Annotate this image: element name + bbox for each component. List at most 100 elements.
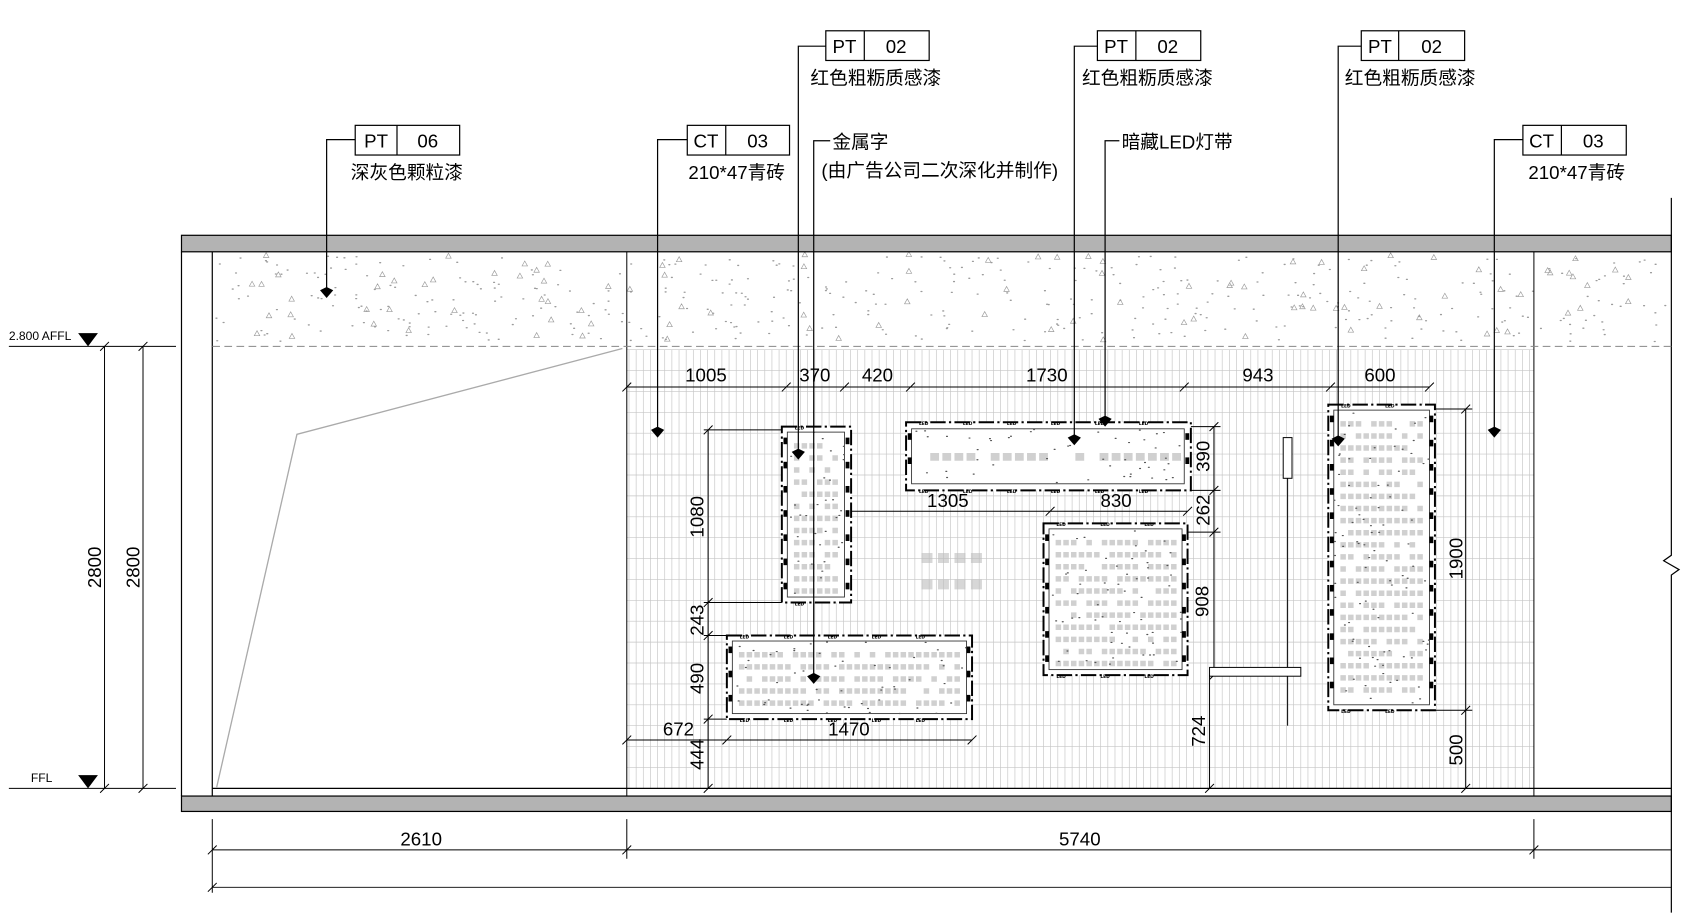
- panel-speckle: [736, 641, 968, 715]
- led-spot-icon: [1045, 558, 1050, 566]
- note-detail: (由广告公司二次深化并制作): [821, 160, 1058, 181]
- led-label: LED: [1007, 489, 1017, 495]
- led-label: LED: [963, 421, 973, 427]
- led-spot-icon: [966, 694, 971, 702]
- panel-speckle: [1051, 530, 1183, 665]
- led-spot-icon: [783, 582, 788, 590]
- center-column-label: 908: [1191, 586, 1212, 617]
- tag-leader: [797, 45, 826, 455]
- led-spot-icon: [907, 433, 912, 440]
- led-spot-icon: [1329, 633, 1334, 640]
- led-spot-icon: [845, 461, 850, 469]
- tag-code: PT: [1368, 36, 1392, 57]
- led-label: LED: [1139, 421, 1149, 427]
- led-label: LED: [1144, 674, 1154, 680]
- led-label: LED: [795, 425, 805, 431]
- led-spot-icon: [1329, 512, 1334, 519]
- led-label: LED: [740, 718, 750, 724]
- tag-leader: [1493, 139, 1523, 433]
- leader-arrow-icon: [1487, 426, 1501, 438]
- led-spot-icon: [1182, 558, 1186, 566]
- note-title: 金属字: [832, 131, 888, 152]
- note-hidden-led: 暗藏LED灯带: [1098, 131, 1233, 427]
- panel-inner-frame: [1048, 528, 1183, 671]
- led-label: LED: [740, 634, 750, 640]
- floor-level-label: FFL: [31, 771, 53, 785]
- middle-row-label: 1305: [927, 490, 969, 511]
- right-column-label: 1900: [1445, 538, 1466, 580]
- ceiling-level-label: 2.800 AFFL: [9, 329, 72, 343]
- wall-structure: [180, 197, 1681, 913]
- leader-arrow-icon: [1098, 415, 1112, 427]
- led-spot-icon: [845, 510, 850, 517]
- led-spot-icon: [1329, 439, 1334, 447]
- led-spot-icon: [1429, 657, 1434, 665]
- tag-description: 210*47青砖: [1528, 162, 1625, 183]
- led-spot-icon: [1429, 415, 1434, 423]
- ceiling-concrete-texture: [215, 250, 1667, 343]
- led-label: LED: [1056, 674, 1066, 680]
- tag-leader: [1337, 45, 1362, 441]
- led-label: LED: [919, 421, 929, 427]
- left-column-label: 490: [687, 663, 708, 694]
- center-column-label: 262: [1192, 495, 1213, 526]
- led-label: LED: [1100, 522, 1110, 528]
- note-leader: [813, 140, 831, 679]
- led-label: LED: [828, 718, 838, 724]
- leader-arrow-icon: [807, 672, 821, 684]
- tag-description: 红色粗粝质感漆: [810, 68, 941, 89]
- panel-lettering-texture: [1340, 421, 1423, 693]
- overall-width-label: 2610: [400, 829, 442, 850]
- tag-code: PT: [1104, 36, 1128, 57]
- led-spot-icon: [845, 437, 850, 445]
- led-spot-icon: [1429, 512, 1434, 519]
- led-spot-icon: [783, 558, 788, 566]
- led-spot-icon: [1329, 681, 1334, 689]
- led-spot-icon: [1045, 534, 1050, 541]
- led-spot-icon: [1182, 582, 1186, 590]
- led-spot-icon: [1429, 488, 1434, 495]
- led-spot-icon: [1429, 536, 1434, 544]
- led-spot-icon: [783, 510, 788, 517]
- led-label: LED: [784, 718, 794, 724]
- tag-number: 06: [417, 130, 438, 151]
- led-spot-icon: [783, 437, 788, 445]
- led-spot-icon: [966, 670, 971, 678]
- leader-arrow-icon: [791, 448, 805, 460]
- tag-description: 210*47青砖: [688, 162, 785, 183]
- middle-row-label: 830: [1100, 490, 1131, 511]
- led-label: LED: [1144, 522, 1154, 528]
- led-spot-icon: [1045, 631, 1050, 638]
- tag-code: CT: [694, 130, 719, 151]
- floor-level-triangle-icon: [78, 775, 98, 789]
- break-line: [1662, 197, 1681, 913]
- overall-height-label: 2800: [84, 547, 105, 589]
- overall-width-dim: [207, 819, 1672, 893]
- top-row-label: 600: [1364, 365, 1395, 386]
- panel-lettering-texture: [930, 453, 1181, 461]
- top-row-dim: [622, 382, 1435, 392]
- top-row-label: 370: [799, 365, 830, 386]
- tag-number: 03: [1583, 130, 1604, 151]
- panel-speckle: [915, 428, 1181, 484]
- left-column-label: 1080: [687, 496, 708, 538]
- led-spot-icon: [1429, 584, 1434, 592]
- material-tag: CT 03 210*47青砖: [1487, 124, 1627, 438]
- led-spot-icon: [1045, 655, 1050, 662]
- led-label: LED: [1095, 489, 1105, 495]
- led-spot-icon: [728, 670, 733, 678]
- led-spot-icon: [1329, 415, 1334, 423]
- led-spot-icon: [1329, 560, 1334, 568]
- fixture-head: [1282, 437, 1293, 479]
- led-label: LED: [1007, 421, 1017, 427]
- led-label: LED: [1341, 403, 1351, 409]
- tag-number: 03: [747, 130, 768, 151]
- left-column-label: 243: [687, 605, 708, 636]
- led-label: LED: [1051, 421, 1061, 427]
- led-label: LED: [919, 489, 929, 495]
- concrete-aggregate: [248, 250, 1632, 343]
